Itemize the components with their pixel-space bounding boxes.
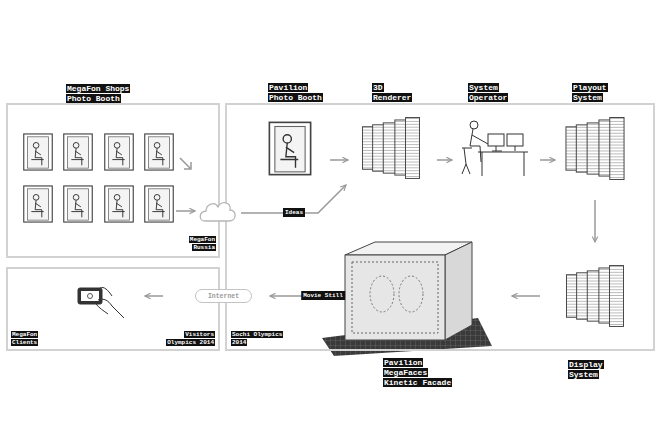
- node-label: MegaFon Clients: [11, 331, 38, 346]
- flow-arrow: [145, 295, 163, 297]
- node-label: Playout System: [572, 83, 608, 102]
- operator-figure: [462, 121, 528, 176]
- edge-label-box: Ideas: [283, 209, 305, 217]
- edge-label: Ideas: [283, 208, 305, 217]
- label-block: System Operator: [468, 83, 521, 103]
- node-label: Display System: [568, 360, 604, 379]
- label-block: Sochi Olympics 2014: [231, 331, 285, 346]
- process-box: Playout System: [565, 117, 625, 180]
- process-box: Pavilion Photo Booth: [268, 117, 312, 180]
- edge-label-box: Movie Still: [301, 292, 345, 300]
- renderer-racks: [362, 118, 419, 179]
- flow-arrow: [512, 295, 540, 297]
- edge-label: Movie Still: [301, 291, 345, 300]
- process-box: Pavilion MegaFaces Kinetic Facade: [338, 242, 472, 340]
- node-label: Pavilion Photo Booth: [268, 83, 323, 102]
- cloud-shape: [197, 196, 237, 226]
- node-label: MegaFon Shops Photo Booth: [66, 84, 130, 103]
- process-box: Display System: [566, 262, 624, 330]
- label-block: MegaFon Clients: [11, 331, 47, 346]
- label-block: 3D Renderer: [372, 83, 425, 103]
- flow-arrow: [330, 159, 348, 161]
- playout-racks: [566, 117, 624, 179]
- flow-arrow: [540, 159, 555, 161]
- process-box: System Operator: [458, 118, 528, 178]
- flow-arrow: [176, 210, 195, 212]
- node-label: Visitors Olympics 2014: [166, 331, 215, 346]
- node-label: Sochi Olympics 2014: [231, 331, 283, 346]
- region-box: Sochi Olympics 2014 Pavilion Photo Booth 3…: [225, 103, 655, 351]
- label-block: Display System: [568, 360, 616, 380]
- pavilion-booth-icon: [269, 122, 310, 174]
- pavilion-building: [322, 242, 492, 356]
- flow-arrow: [437, 159, 452, 161]
- node-label: MegaFon Russia: [189, 236, 216, 251]
- region-box: MegaFon Shops Photo Booth: [6, 103, 220, 258]
- region-box: MegaFon Clients Visitors Olympics 2014: [6, 267, 220, 351]
- phone-in-hand: [78, 287, 124, 318]
- process-box: 3D Renderer: [362, 117, 420, 179]
- cloud-node: MegaFon Russia: [197, 196, 237, 226]
- shop-booths: [24, 134, 174, 222]
- internet-pill: Internet: [195, 289, 252, 303]
- flow-arrow: [594, 200, 596, 242]
- node-label: System Operator: [468, 83, 508, 102]
- display-racks: [566, 266, 623, 327]
- label-block: MegaFon Russia: [180, 236, 216, 251]
- shop-arrow: [180, 158, 191, 169]
- label-block: MegaFon Shops Photo Booth: [66, 84, 143, 104]
- node-label: Pavilion MegaFaces Kinetic Facade: [383, 358, 452, 387]
- label-block: Playout System: [572, 83, 620, 103]
- node-label: Internet: [208, 293, 239, 300]
- label-block: Pavilion MegaFaces Kinetic Facade: [383, 358, 465, 388]
- label-block: Visitors Olympics 2014: [161, 331, 215, 346]
- node-label: 3D Renderer: [372, 83, 412, 102]
- label-block: Pavilion Photo Booth: [268, 83, 330, 103]
- label-block: Internet: [196, 292, 251, 301]
